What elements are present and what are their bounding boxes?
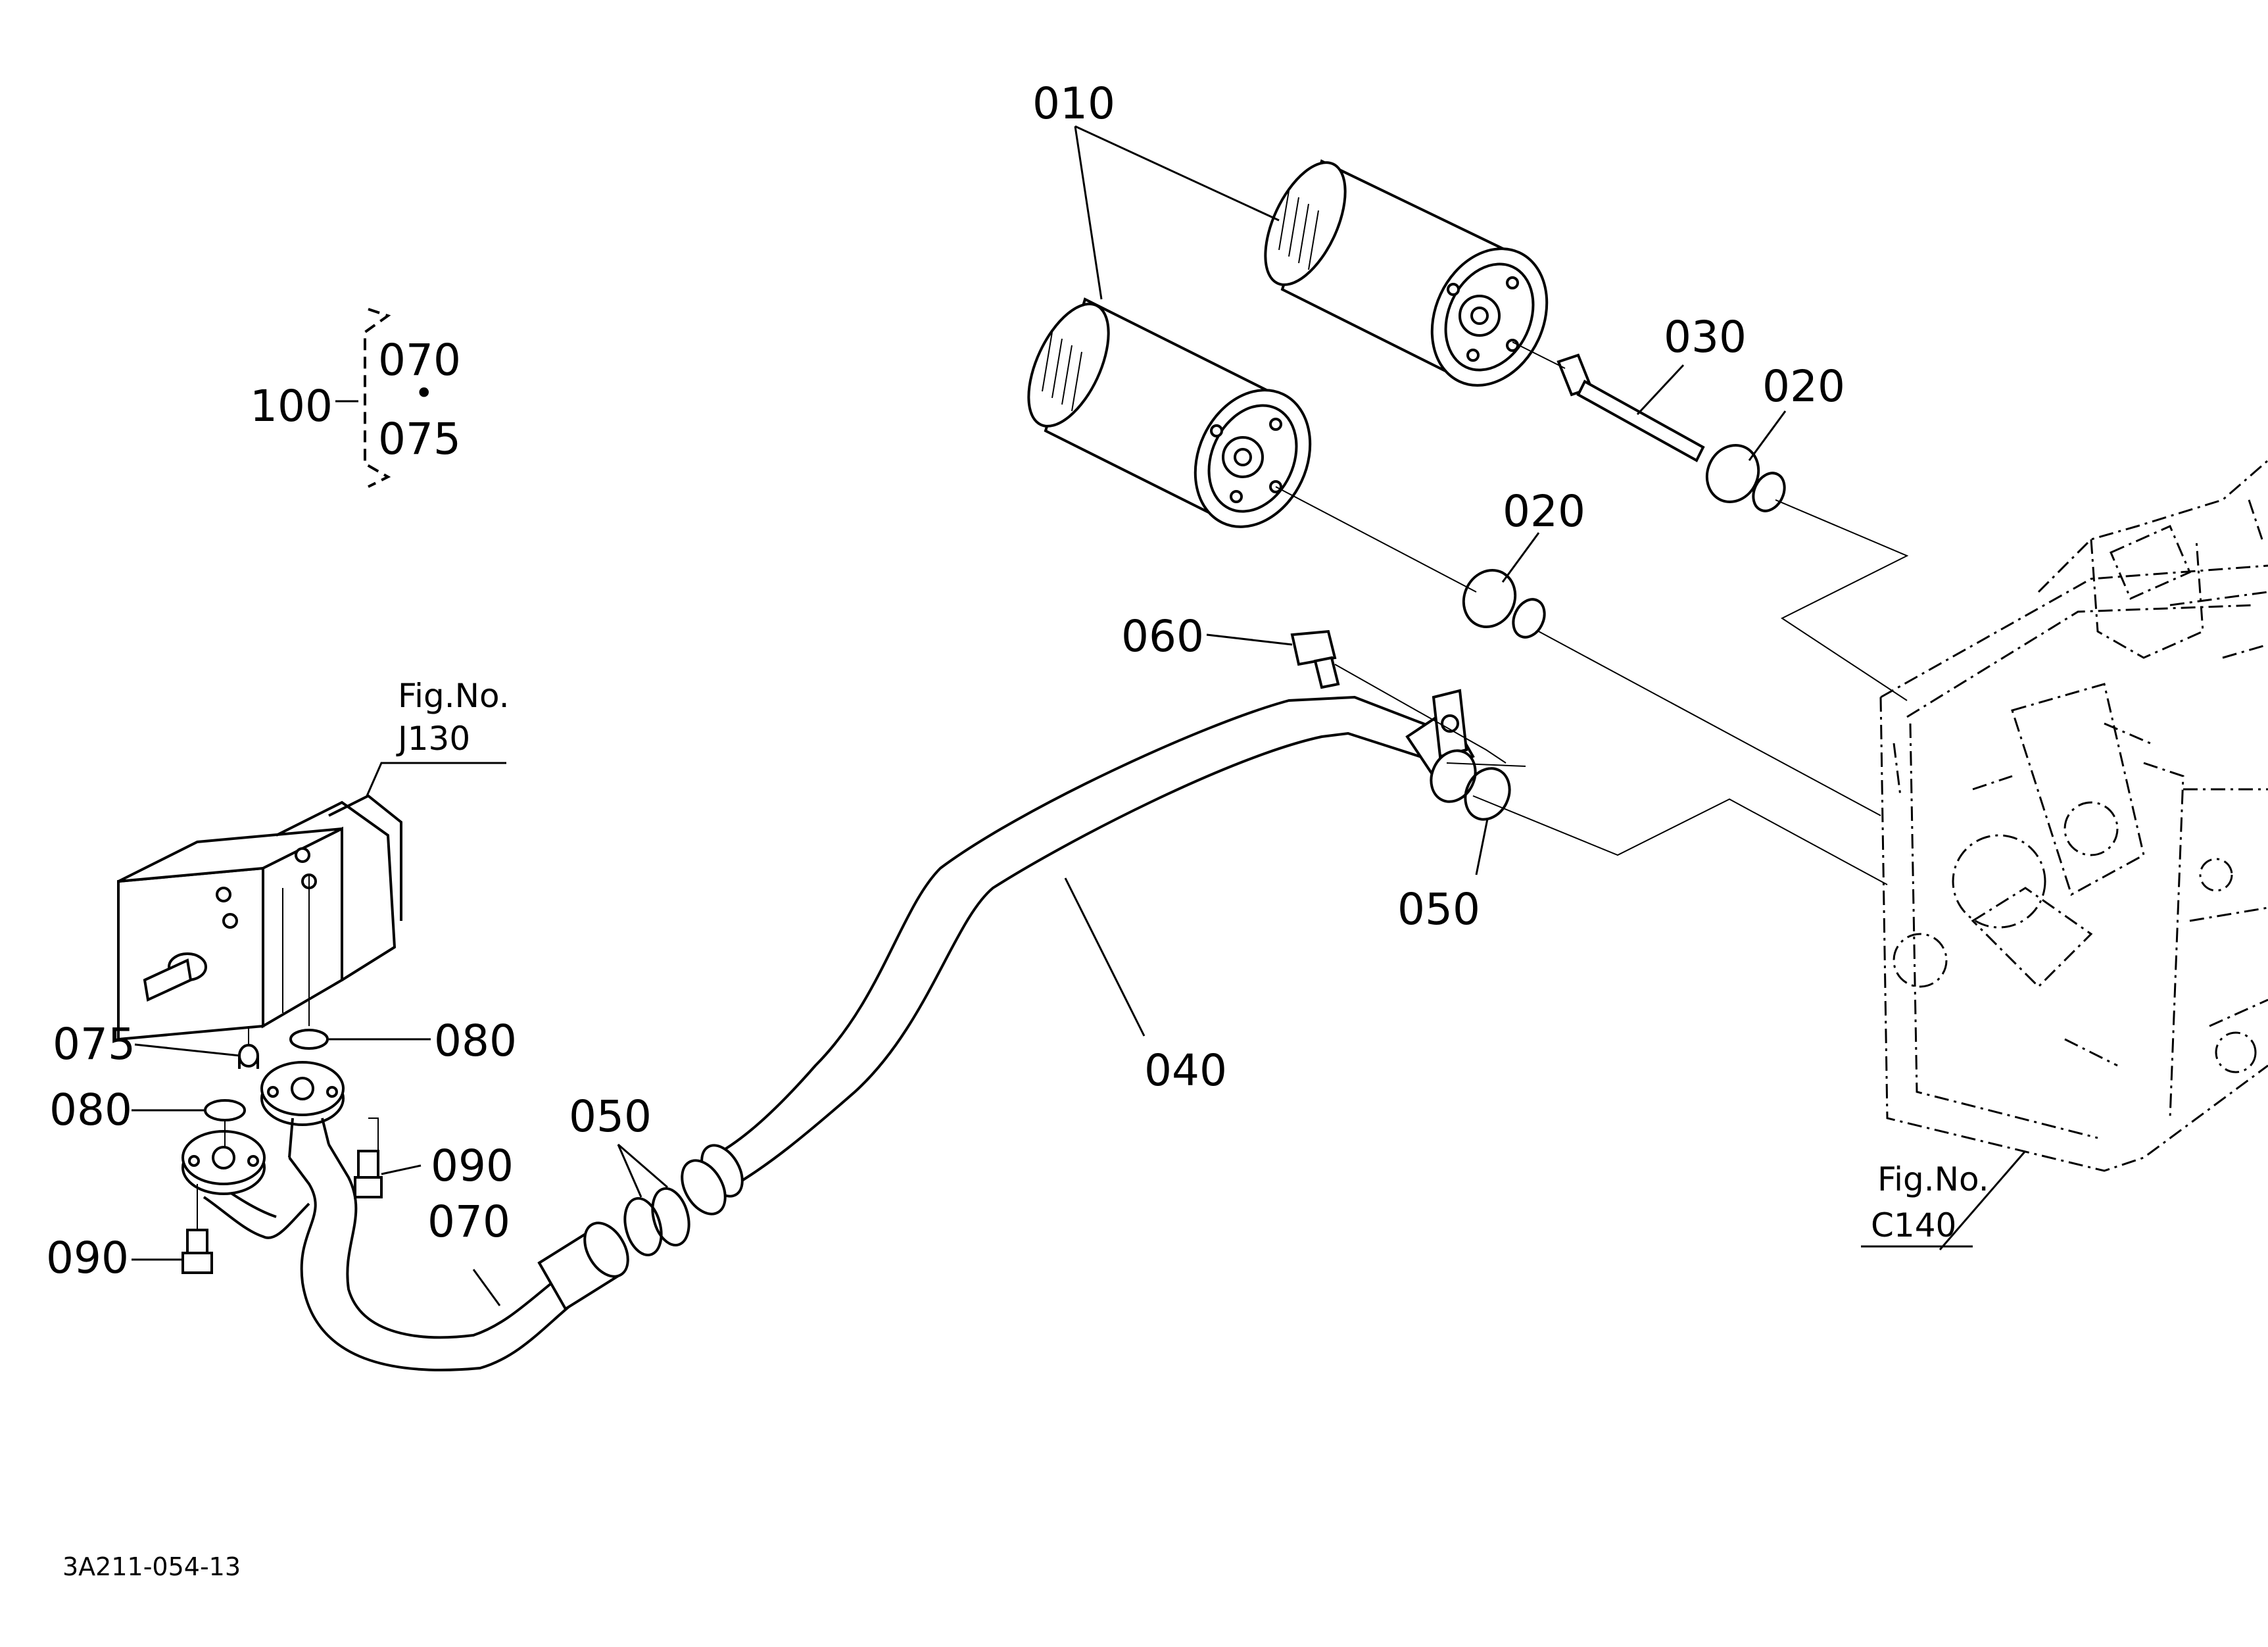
plug-060 [1290,629,1340,689]
pipe-040 [681,689,1477,1216]
oil-filter-lower [1027,297,1312,528]
gear-pump [117,794,402,1041]
leader-lines [132,125,2027,1306]
label-100: 100 [250,381,333,431]
part-labels: 010 030 020 020 060 050 040 050 070 075 … [46,78,1845,1283]
label-group-075: 075 [378,414,461,464]
label-050-right: 050 [1397,884,1480,935]
oil-filter-upper [1264,159,1549,387]
bolt-090-right [354,1150,383,1198]
o-ring-050-right [1464,767,1511,821]
label-060: 060 [1121,611,1204,662]
ref-c140-line2: C140 [1871,1206,1956,1244]
transmission-case [1879,459,2268,1172]
bolt-090-left [181,1229,213,1274]
label-020-right: 020 [1762,361,1845,412]
stud-030 [1556,353,1705,462]
label-075: 075 [53,1019,135,1069]
label-080-left: 080 [49,1085,132,1135]
elbow-075 [238,1044,259,1069]
drawing-code: 3A211-054-13 [62,1552,241,1581]
label-010: 010 [1032,78,1115,129]
label-090-right: 090 [431,1141,514,1191]
figure-references: Fig.No. J130 Fig.No. C140 [396,677,1989,1248]
label-070: 070 [427,1196,510,1247]
label-090-left: 090 [46,1233,129,1283]
label-030: 030 [1664,312,1747,362]
pipe-070 [181,1061,629,1371]
o-rings-050-left [623,1187,690,1257]
o-ring-080-lower [204,1099,246,1121]
label-group-dot: • [414,374,434,412]
ref-j130-line2: J130 [396,720,470,758]
nipple-020-right [1705,444,1786,512]
label-040: 040 [1144,1045,1227,1096]
label-050-left: 050 [569,1091,652,1142]
ref-j130-line1: Fig.No. [398,677,510,715]
label-group-070: 070 [378,335,461,385]
label-020-left: 020 [1503,486,1585,537]
o-ring-080-upper [289,1029,329,1050]
ref-c140-line1: Fig.No. [1877,1160,1989,1198]
label-080-right: 080 [434,1016,517,1066]
nipple-020-left [1462,569,1546,639]
